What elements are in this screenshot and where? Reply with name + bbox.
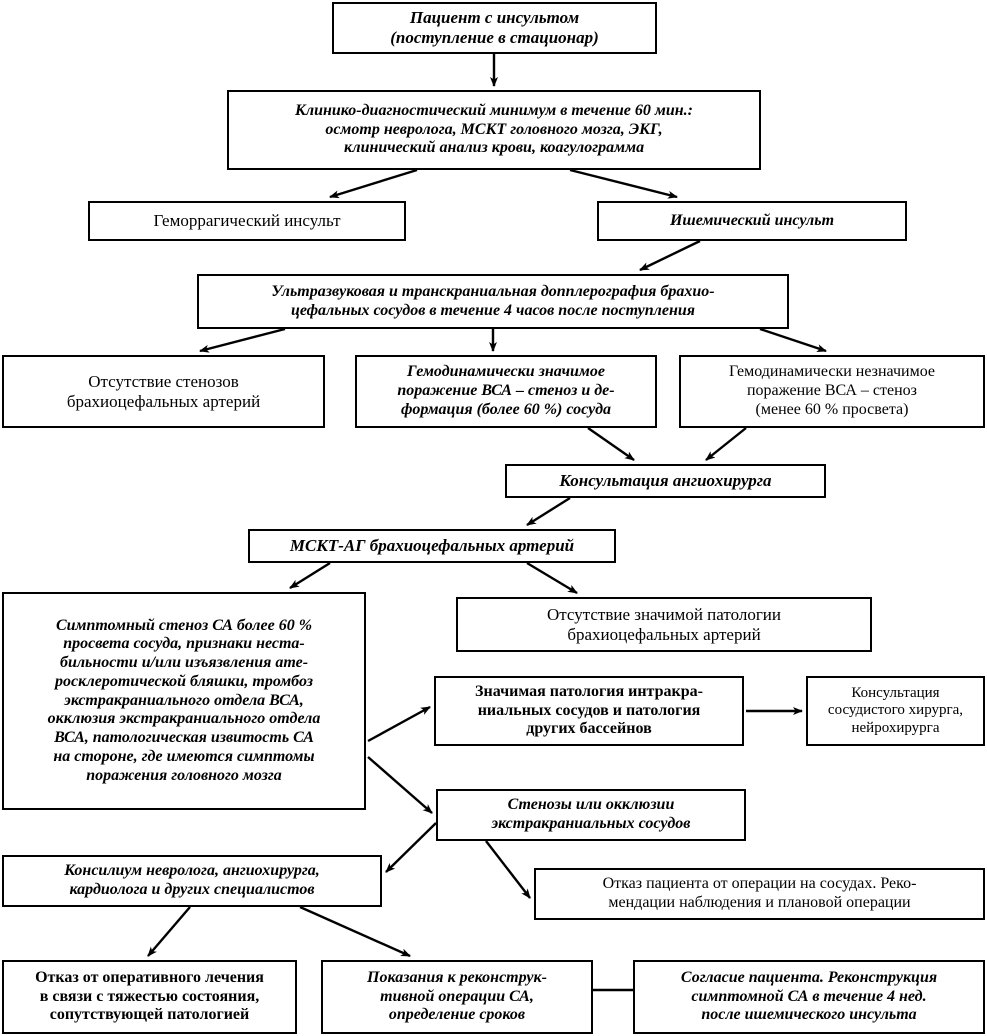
edge-n11-n15	[367, 756, 433, 814]
node-no-significant-pathology[interactable]: Отсутствие значимой патологии брахиоцефа…	[456, 597, 872, 652]
node-ultrasound-dopplerography[interactable]: Ультразвуковая и транскраниальная доппле…	[197, 274, 789, 329]
node-hemodynamically-insignificant[interactable]: Гемодинамически незначимое поражение ВСА…	[679, 355, 985, 428]
node-patient-refusal-planned-surgery[interactable]: Отказ пациента от операции на сосудах. Р…	[534, 868, 985, 920]
edge-n15-n16	[385, 822, 437, 873]
node-significant-intracranial-pathology[interactable]: Значимая патология интракра- ниальных со…	[434, 676, 744, 746]
node-mscta-brachiocephalic[interactable]: МСКТ-АГ брахиоцефальных артерий	[248, 529, 616, 563]
edge-n16-n18	[147, 906, 191, 957]
node-refusal-due-to-severity[interactable]: Отказ от оперативного лечения в связи с …	[2, 960, 297, 1034]
node-angiosurgeon-consultation[interactable]: Консультация ангиохирурга	[505, 464, 826, 498]
node-hemodynamically-significant[interactable]: Гемодинамически значимое поражение ВСА –…	[355, 355, 657, 428]
node-hemorrhagic-stroke[interactable]: Геморрагический инсульт	[88, 201, 406, 241]
edge-n2-n3	[329, 168, 418, 199]
node-patient-with-stroke[interactable]: Пациент с инсультом (поступление в стаци…	[332, 2, 657, 54]
node-symptomatic-stenosis-details[interactable]: Симптомный стеноз СА более 60 % просвета…	[2, 592, 366, 810]
edge-n2-n4	[569, 168, 678, 199]
edge-n11-n13	[367, 705, 431, 743]
edge-n7-n9	[587, 427, 635, 461]
edge-n10-n12	[526, 561, 578, 595]
edge-n10-n11	[289, 561, 331, 590]
edge-n16-n19	[299, 905, 411, 958]
node-ischemic-stroke[interactable]: Ишемический инсульт	[597, 201, 907, 241]
edge-n5-n8	[759, 327, 827, 353]
edge-n5-n6	[199, 327, 286, 353]
edge-n8-n9	[705, 427, 747, 461]
node-multidisciplinary-council[interactable]: Консилиум невролога, ангиохирурга, карди…	[2, 855, 382, 907]
edge-n4-n5	[639, 239, 701, 272]
node-indications-for-reconstruction[interactable]: Показания к реконструк- тивной операции …	[321, 960, 593, 1034]
edge-n9-n10	[526, 496, 571, 527]
node-vascular-neurosurgeon-consultation[interactable]: Консультация сосудистого хирурга, нейрох…	[806, 676, 985, 746]
edge-n15-n17	[485, 840, 531, 899]
node-patient-consent-reconstruction[interactable]: Согласие пациента. Реконструкция симптом…	[633, 960, 985, 1034]
node-stenoses-or-occlusions[interactable]: Стенозы или окклюзии экстракраниальных с…	[436, 789, 746, 841]
node-clinical-diagnostic-minimum[interactable]: Клинико-диагностический минимум в течени…	[227, 90, 761, 170]
node-no-stenosis[interactable]: Отсутствие стенозов брахиоцефальных арте…	[2, 355, 325, 428]
